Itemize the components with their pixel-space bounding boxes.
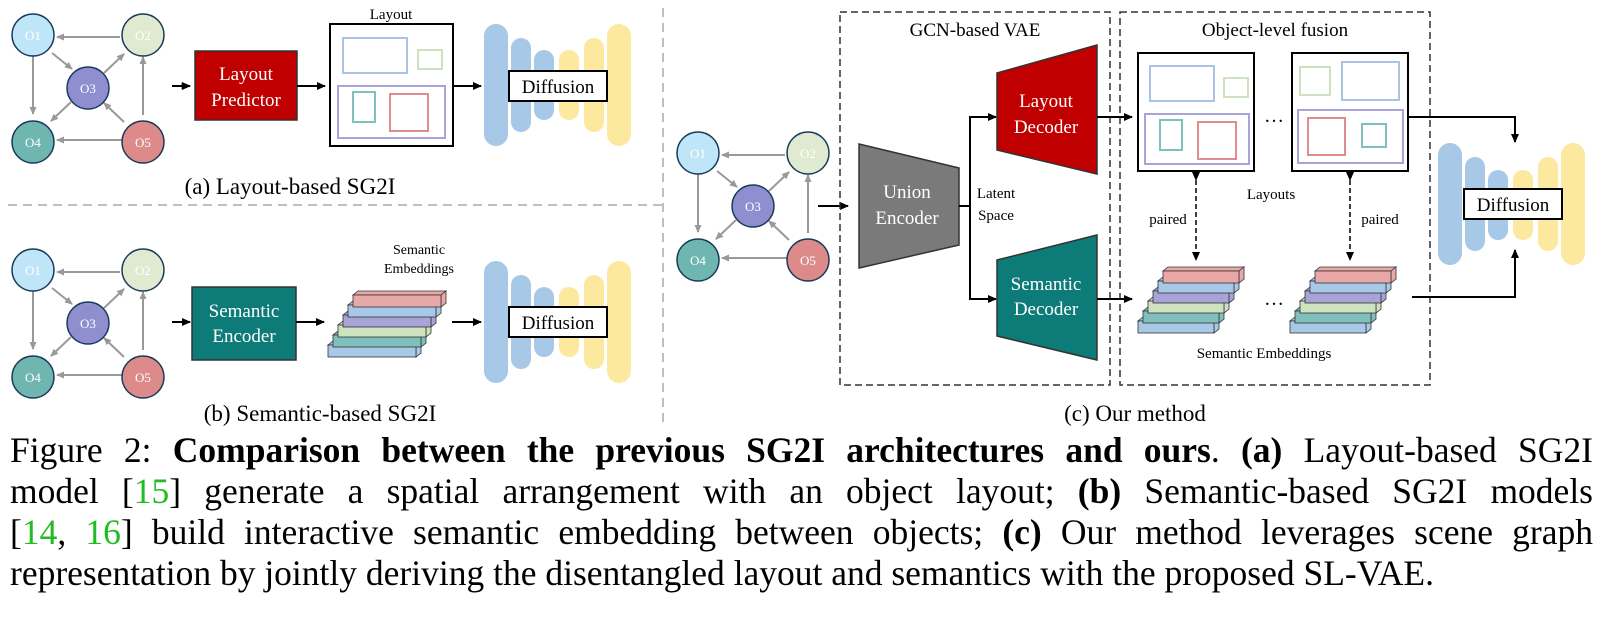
embeddings-ellipsis: … bbox=[1264, 288, 1284, 310]
semantic-embeddings-stack-c1 bbox=[1136, 266, 1246, 334]
layout-canvas-a bbox=[329, 23, 454, 147]
svg-text:O5: O5 bbox=[135, 135, 151, 150]
svg-text:Diffusion: Diffusion bbox=[522, 313, 595, 334]
svg-text:Encoder: Encoder bbox=[212, 326, 276, 347]
svg-text:Encoder: Encoder bbox=[875, 208, 939, 229]
svg-text:Predictor: Predictor bbox=[211, 90, 281, 111]
svg-text:O4: O4 bbox=[25, 370, 41, 385]
node-o5 bbox=[121, 120, 165, 164]
svg-text:Union: Union bbox=[883, 182, 931, 203]
svg-text:Layout: Layout bbox=[219, 64, 274, 85]
semantic-decoder bbox=[996, 234, 1098, 361]
caption-line-1: Figure 2: Comparison between the previou… bbox=[10, 430, 1593, 470]
paired-label-1: paired bbox=[1149, 212, 1187, 228]
node-o3 bbox=[66, 66, 110, 110]
diffusion-unet-c: Diffusion bbox=[1438, 143, 1585, 265]
latent-space-label-1: Latent bbox=[977, 186, 1016, 202]
fused-layout-2 bbox=[1291, 52, 1409, 172]
caption-line-2: model [15] generate a spatial arrangemen… bbox=[10, 471, 1593, 511]
scene-graph-a: O1 O2 O3 O4 O5 bbox=[11, 13, 165, 164]
svg-text:O2: O2 bbox=[135, 28, 151, 43]
layout-title-a: Layout bbox=[370, 7, 413, 23]
svg-text:Diffusion: Diffusion bbox=[1477, 195, 1550, 216]
layout-decoder bbox=[996, 44, 1098, 175]
semantic-embeddings-label: Semantic Embeddings bbox=[1197, 346, 1332, 362]
semantic-embeddings-stack-b bbox=[326, 290, 448, 358]
svg-text:O3: O3 bbox=[80, 316, 96, 331]
embedding-layer bbox=[1162, 270, 1240, 284]
embedding-layer bbox=[352, 294, 442, 308]
svg-text:Decoder: Decoder bbox=[1014, 299, 1079, 320]
caption-a: (a) Layout-based SG2I bbox=[185, 174, 396, 199]
svg-text:Layout: Layout bbox=[1019, 91, 1074, 112]
svg-text:Semantic: Semantic bbox=[209, 301, 280, 322]
union-encoder bbox=[858, 143, 960, 269]
svg-text:O1: O1 bbox=[25, 28, 41, 43]
caption-line-3: [14, 16] build interactive semantic embe… bbox=[10, 512, 1593, 552]
gcn-vae-title: GCN-based VAE bbox=[910, 20, 1041, 41]
citation-15[interactable]: 15 bbox=[133, 471, 170, 511]
layout-predictor-box bbox=[194, 50, 298, 121]
svg-text:O3: O3 bbox=[80, 81, 96, 96]
object-fusion-panel bbox=[1119, 11, 1431, 386]
svg-text:O5: O5 bbox=[135, 370, 151, 385]
caption-c: (c) Our method bbox=[1064, 401, 1206, 426]
embedding-layer-top bbox=[351, 290, 448, 296]
svg-text:O1: O1 bbox=[690, 146, 706, 161]
layouts-ellipsis: … bbox=[1264, 105, 1284, 127]
paired-label-2: paired bbox=[1361, 212, 1399, 228]
embedding-layer bbox=[1314, 270, 1392, 284]
gcn-vae-panel bbox=[839, 11, 1111, 386]
scene-graph-b: O1 O2 O3 O4 O5 bbox=[11, 248, 165, 399]
figure-caption: Figure 2: Comparison between the previou… bbox=[10, 430, 1593, 594]
citation-16[interactable]: 16 bbox=[85, 512, 121, 552]
semantic-embeddings-stack-c2 bbox=[1288, 266, 1398, 334]
svg-text:O1: O1 bbox=[25, 263, 41, 278]
svg-text:O5: O5 bbox=[800, 253, 816, 268]
embeddings-title-b1: Semantic bbox=[393, 243, 445, 258]
semantic-encoder-box bbox=[191, 286, 297, 361]
node-o2 bbox=[121, 13, 165, 57]
object-fusion-title: Object-level fusion bbox=[1202, 20, 1349, 41]
caption-title: Comparison between the previous SG2I arc… bbox=[172, 430, 1211, 470]
scene-graph-c: O1 O2 O3 O4 O5 bbox=[676, 131, 830, 282]
embedding-layer-top bbox=[1161, 266, 1246, 272]
latent-space-label-2: Space bbox=[978, 208, 1014, 224]
node-o4 bbox=[11, 120, 55, 164]
node-o1 bbox=[11, 13, 55, 57]
svg-text:Decoder: Decoder bbox=[1014, 117, 1079, 138]
diffusion-unet-a: Diffusion bbox=[484, 24, 631, 146]
svg-text:O4: O4 bbox=[690, 253, 706, 268]
svg-text:Semantic: Semantic bbox=[1011, 274, 1082, 295]
svg-text:O2: O2 bbox=[800, 146, 816, 161]
embeddings-title-b2: Embeddings bbox=[384, 262, 454, 277]
embedding-layer-top bbox=[1313, 266, 1398, 272]
svg-text:O3: O3 bbox=[745, 199, 761, 214]
layouts-label: Layouts bbox=[1247, 187, 1295, 203]
fused-layout-1 bbox=[1137, 52, 1255, 172]
diffusion-unet-b: Diffusion bbox=[484, 261, 631, 383]
svg-text:Diffusion: Diffusion bbox=[522, 77, 595, 98]
architecture-figure: O1 O2 O3 O4 O5 Layout Predictor Layout D… bbox=[8, 7, 1585, 426]
svg-text:O4: O4 bbox=[25, 135, 41, 150]
svg-text:O2: O2 bbox=[135, 263, 151, 278]
caption-line-4: representation by jointly deriving the d… bbox=[10, 553, 1434, 593]
caption-b: (b) Semantic-based SG2I bbox=[204, 401, 437, 426]
citation-14[interactable]: 14 bbox=[21, 512, 58, 552]
